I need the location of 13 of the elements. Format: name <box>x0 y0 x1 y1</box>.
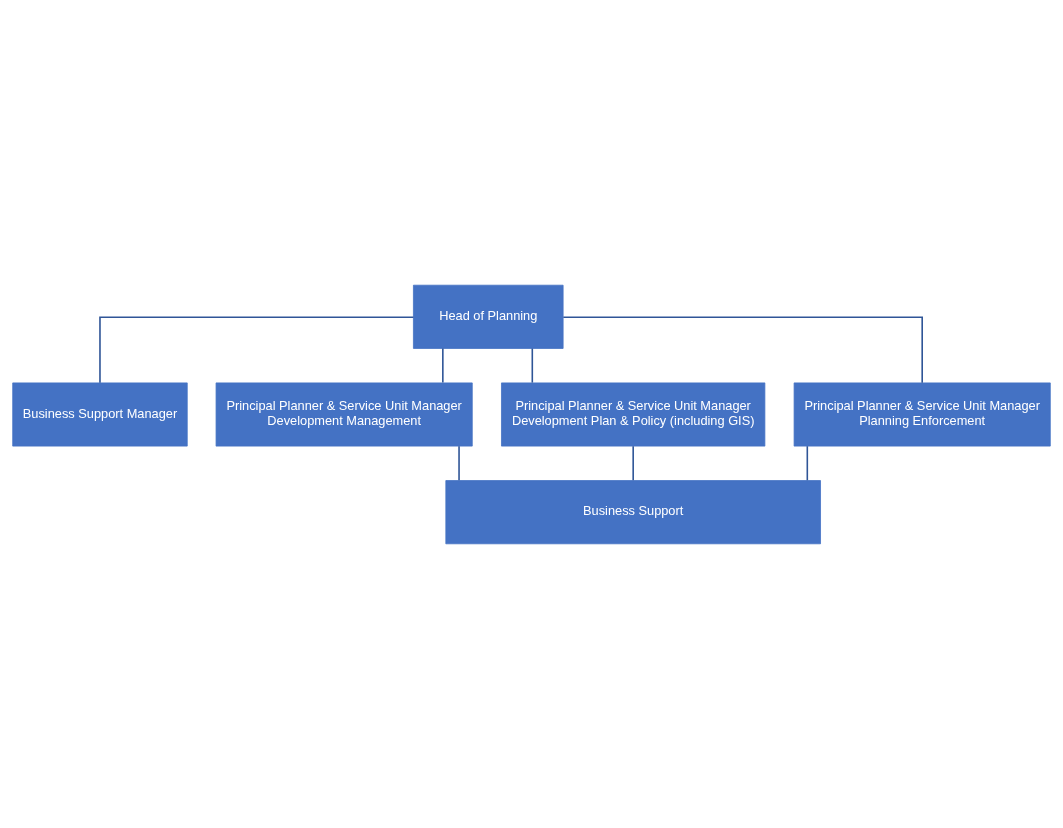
node-box: Head of Planning <box>413 284 564 349</box>
node-box: Principal Planner & Service Unit Manager Development Plan & Policy (including GIS) <box>501 382 766 446</box>
node-box: Business Support <box>445 479 821 544</box>
node-box: Business Support Manager <box>12 382 188 446</box>
node-box: Principal Planner & Service Unit Manager Development Management <box>215 382 473 446</box>
connector <box>99 315 415 383</box>
connector <box>806 444 809 481</box>
connector <box>442 347 444 383</box>
connector <box>562 315 923 383</box>
connector <box>531 347 534 383</box>
connector <box>458 444 460 481</box>
node-box: Principal Planner & Service Unit Manager Planning Enforcement <box>793 382 1051 446</box>
connector <box>632 444 634 481</box>
